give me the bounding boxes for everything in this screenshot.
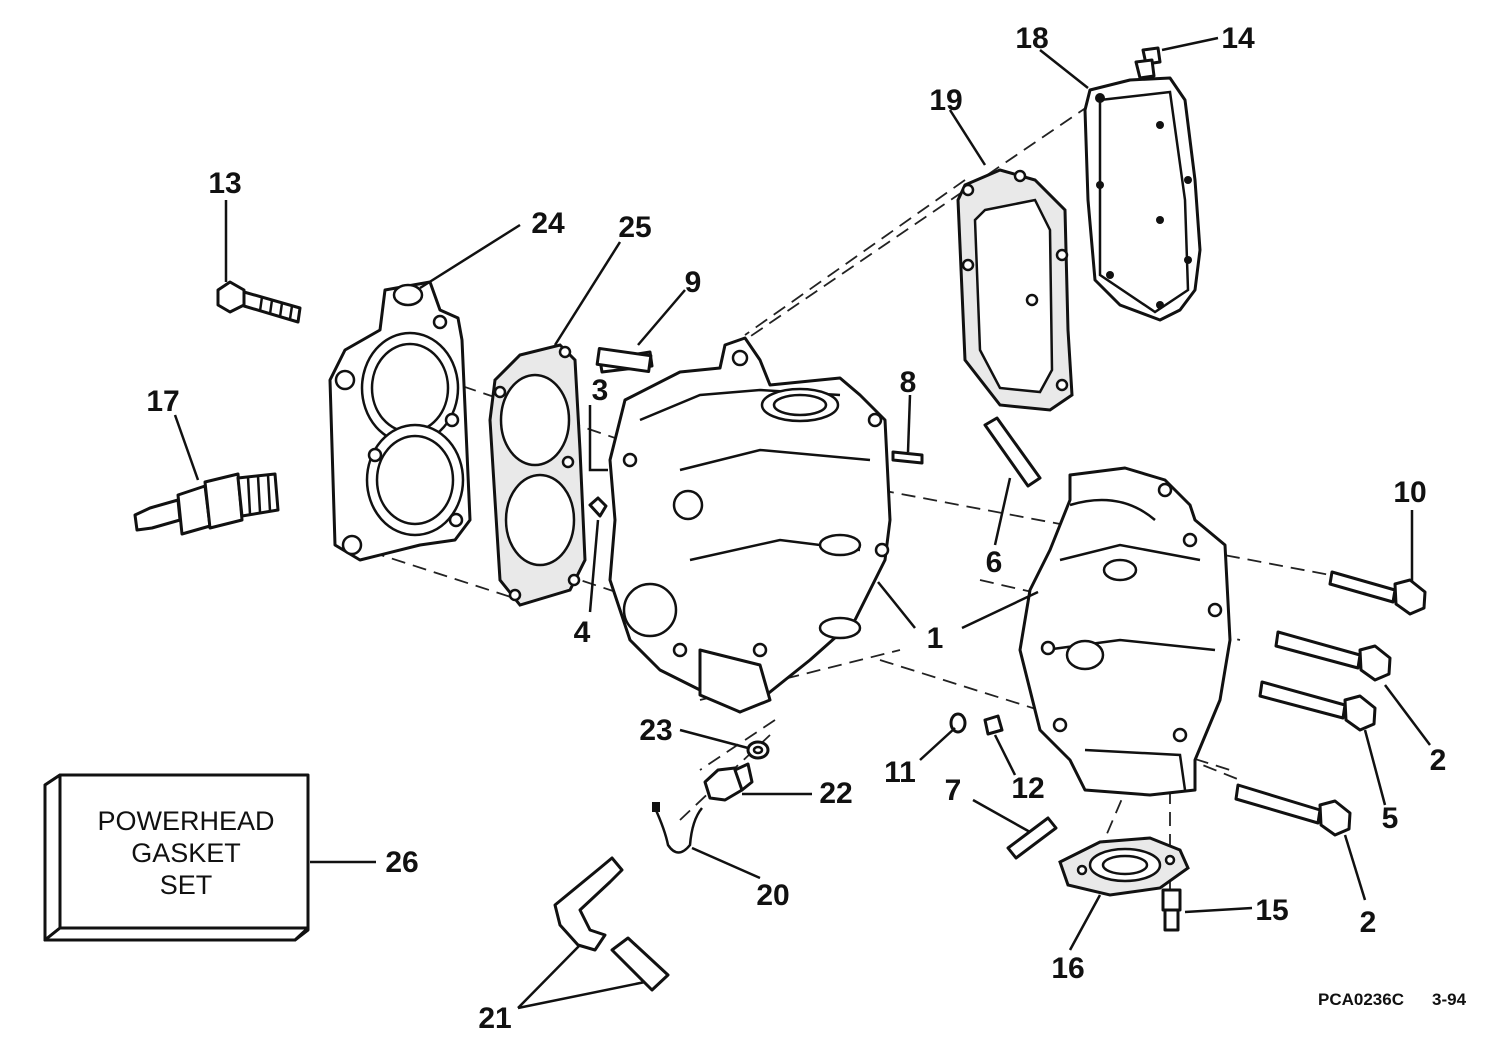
spark-plug-17 (133, 472, 280, 536)
callout-21: 21 (478, 1002, 511, 1035)
callout-18: 18 (1015, 22, 1048, 55)
callout-2-upper: 2 (1430, 744, 1447, 777)
callout-3: 3 (592, 374, 609, 407)
pin-8 (891, 450, 924, 465)
callout-9: 9 (685, 266, 702, 299)
seal-housing-16 (1058, 836, 1190, 897)
cylinder-block-1 (608, 336, 892, 714)
exhaust-gasket-19 (956, 168, 1074, 412)
callout-24: 24 (531, 207, 565, 240)
screw-15 (1161, 888, 1182, 932)
leader-lines (173, 36, 1431, 1010)
nut-12 (983, 714, 1004, 736)
sensor-22 (703, 762, 754, 802)
cylinder-head-24 (328, 280, 472, 562)
bolt-13 (216, 280, 302, 324)
dowel-7 (1006, 816, 1058, 860)
figure-code-date: 3-94 (1432, 990, 1467, 1009)
callout-2-lower: 2 (1360, 906, 1377, 939)
callout-19: 19 (929, 84, 962, 117)
washer-23 (746, 740, 770, 760)
bolt-14 (1134, 46, 1162, 80)
powerhead-gasket-set-box: POWERHEAD GASKET SET (43, 773, 310, 942)
callout-14: 14 (1221, 22, 1255, 55)
callout-4: 4 (574, 616, 591, 649)
callout-6: 6 (986, 546, 1003, 579)
callout-23: 23 (639, 714, 672, 747)
clip-20 (652, 802, 703, 854)
gasket-box-line1: POWERHEAD (97, 806, 274, 836)
callout-22: 22 (819, 777, 852, 810)
callout-13: 13 (208, 167, 241, 200)
bolt-2-upper (1274, 630, 1392, 682)
gasket-box-line3: SET (160, 870, 213, 900)
figure-code-id: PCA0236C (1318, 990, 1404, 1009)
gasket-box-line2: GASKET (131, 838, 241, 868)
callout-5: 5 (1382, 802, 1399, 835)
callout-15: 15 (1255, 894, 1288, 927)
callout-20: 20 (756, 879, 789, 912)
callout-16: 16 (1051, 952, 1084, 985)
callout-12: 12 (1011, 772, 1044, 805)
head-gasket-25 (488, 343, 587, 607)
figure-code: PCA0236C 3-94 (1318, 990, 1467, 1009)
callout-11: 11 (884, 756, 916, 789)
dowel-6 (983, 416, 1042, 488)
bolt-10 (1328, 570, 1427, 616)
dowel-9 (595, 346, 653, 374)
hoses-21 (553, 856, 670, 992)
callout-10: 10 (1393, 476, 1426, 509)
exhaust-cover-18 (1083, 76, 1202, 322)
callout-25: 25 (618, 211, 651, 244)
callout-26: 26 (385, 846, 418, 879)
bolt-2-lower (1234, 783, 1352, 837)
callout-labels: 1 1 2 2 3 4 5 6 7 8 9 10 11 12 13 14 15 … (146, 22, 1446, 1035)
callout-7: 7 (945, 774, 962, 807)
bolt-5 (1258, 680, 1377, 732)
callout-17: 17 (146, 385, 179, 418)
crankcase-1 (1018, 466, 1232, 797)
callout-8: 8 (900, 366, 917, 399)
callout-1-block: 1 (927, 622, 944, 655)
